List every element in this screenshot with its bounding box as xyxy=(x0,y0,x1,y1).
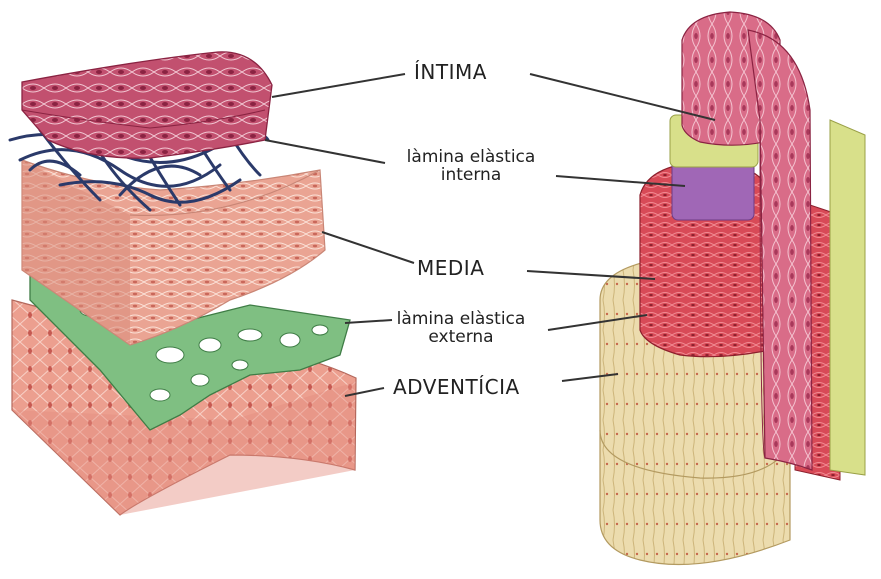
label-internal-elastic-lamina: làmina elàstica interna xyxy=(386,149,556,185)
label-adventicia: ADVENTÍCIA xyxy=(393,377,520,398)
leader-media-left xyxy=(322,232,414,263)
leader-internal-lamina-left xyxy=(265,140,385,163)
intima-layer xyxy=(22,52,272,158)
leader-intima-left xyxy=(272,74,405,97)
label-external-lamina-line2: externa xyxy=(376,329,546,347)
label-intima: ÍNTIMA xyxy=(414,62,487,83)
label-internal-lamina-line2: interna xyxy=(386,167,556,185)
label-media: MEDIA xyxy=(417,258,484,279)
vessel-purple-band xyxy=(672,160,754,220)
label-external-elastic-lamina: làmina elàstica externa xyxy=(376,311,546,347)
